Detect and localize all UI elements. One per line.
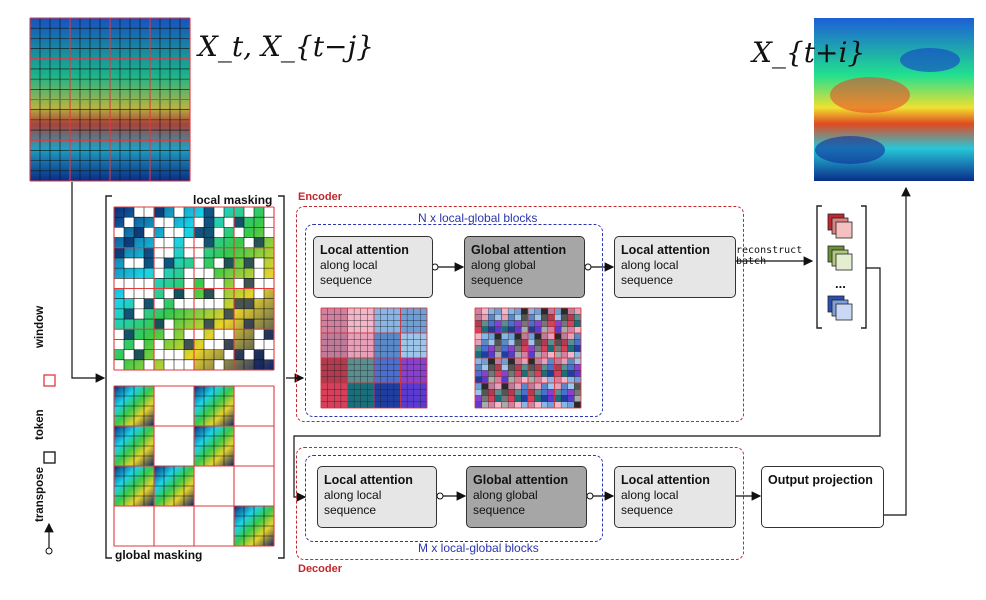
encoder-global-attention: Global attention along global sequence — [464, 236, 585, 298]
output-projection-box: Output projection — [761, 466, 884, 528]
token-square-icon — [43, 451, 56, 464]
encoder-blocks-region — [305, 224, 603, 417]
box-line2: sequence — [324, 503, 377, 517]
transpose-circle — [584, 263, 592, 271]
input-label: X_t, X_{t−j} — [198, 30, 374, 63]
encoder-local-attention-1: Local attention along local sequence — [313, 236, 433, 298]
box-title: Local attention — [324, 473, 413, 487]
legend: window token transpose — [34, 306, 62, 570]
output-projection-label: Output projection — [768, 473, 873, 487]
batch-to-decoder-line — [293, 267, 881, 502]
decoder-blocks-label: M x local-global blocks — [418, 541, 539, 555]
legend-window-label: window — [34, 305, 46, 348]
decoder-blocks-region — [305, 455, 603, 542]
reconstruct-line1: reconstruct — [736, 245, 803, 256]
box-line1: along local — [621, 258, 679, 272]
legend-icons — [43, 374, 56, 555]
decoder-global-attention: Global attention along global sequence — [466, 466, 587, 528]
box-line2: sequence — [621, 273, 674, 287]
local-masking-label: local masking — [193, 193, 273, 207]
box-title: Local attention — [320, 243, 409, 257]
box-line1: along local — [320, 258, 378, 272]
batch-ellipsis: ... — [835, 276, 846, 291]
local-masking-map — [113, 206, 275, 371]
box-line1: along local — [324, 488, 382, 502]
decoder-title: Decoder — [298, 563, 343, 575]
projection-to-output-line — [884, 186, 911, 516]
batch-stack-icon — [827, 213, 853, 321]
box-line2: sequence — [473, 503, 526, 517]
box-line1: along global — [473, 488, 538, 502]
masking-bracket — [105, 195, 285, 559]
box-title: Local attention — [621, 473, 710, 487]
local-token-grid — [320, 307, 428, 409]
output-map-image — [814, 18, 974, 181]
reconstruct-line2: batch — [736, 256, 767, 267]
decoder-local-attention-2: Local attention along local sequence — [614, 466, 736, 528]
encoder-title: Encoder — [298, 191, 343, 203]
reconstruct-label: reconstruct batch — [736, 245, 802, 267]
input-map-image — [29, 17, 191, 182]
global-masking-map — [113, 385, 275, 547]
legend-token-label: token — [34, 409, 46, 440]
encoder-blocks-label: N x local-global blocks — [418, 211, 538, 225]
box-line1: along local — [621, 488, 679, 502]
decoder-region — [296, 447, 744, 560]
legend-transpose-label: transpose — [34, 467, 46, 522]
encoder-local-attention-2: Local attention along local sequence — [614, 236, 736, 298]
output-label: X_{t+i} — [752, 36, 866, 69]
box-line2: sequence — [320, 273, 373, 287]
batch-bracket — [816, 205, 867, 329]
box-line1: along global — [471, 258, 536, 272]
box-title: Global attention — [473, 473, 569, 487]
encoder-region — [296, 206, 744, 422]
window-square-icon — [43, 374, 56, 387]
box-title: Local attention — [621, 243, 710, 257]
transpose-circle — [586, 492, 594, 500]
box-title: Global attention — [471, 243, 567, 257]
input-to-mask-line — [71, 182, 106, 383]
global-token-grid — [474, 307, 582, 409]
decoder-local-attention-1: Local attention along local sequence — [317, 466, 437, 528]
box-line2: sequence — [621, 503, 674, 517]
box-line2: sequence — [471, 273, 524, 287]
global-masking-label: global masking — [115, 548, 203, 562]
transpose-circle — [436, 492, 444, 500]
